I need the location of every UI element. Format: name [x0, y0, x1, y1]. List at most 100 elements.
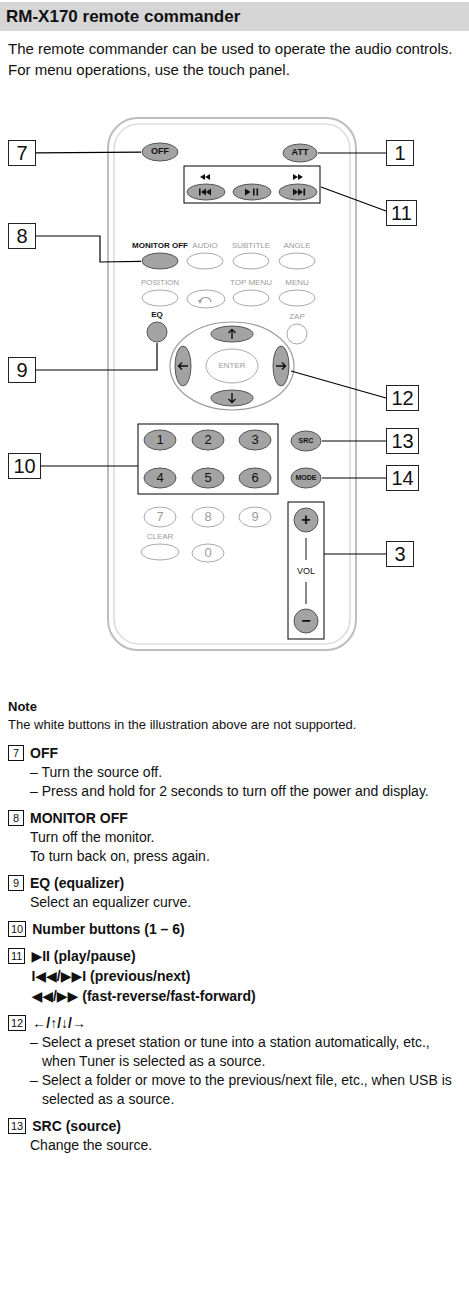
unsupported-labelled-button: ZAP: [286, 312, 308, 345]
callout-number: 9: [16, 359, 27, 381]
play-icon: [245, 189, 251, 196]
button-outline: [239, 468, 271, 488]
left-button: [175, 346, 191, 386]
right-button: [273, 346, 289, 386]
button-outline: [291, 468, 321, 488]
group-bracket: [184, 166, 320, 203]
callout-number: 13: [386, 428, 419, 454]
forward-symbol: [298, 174, 303, 180]
button-text: 3: [251, 433, 258, 447]
callout-number: 11: [386, 200, 417, 226]
item-heading: OFF: [30, 743, 58, 763]
button-shape: [140, 543, 180, 561]
button-outline: [239, 507, 271, 527]
remote-button: MODE: [290, 467, 322, 489]
callout-number: 11: [391, 202, 412, 224]
description: Select an equalizer curve.: [8, 893, 461, 912]
item-headings: Number buttons (1 – 6): [32, 919, 184, 939]
unsupported-labelled-button: ANGLE: [278, 241, 316, 270]
remote-button: 5: [191, 467, 225, 489]
callout-number: 12: [386, 385, 419, 411]
button-text: OFF: [151, 147, 169, 157]
description: To turn back on, press again.: [8, 847, 461, 866]
unsupported-button: ENTER: [205, 348, 259, 384]
button-shape: [286, 323, 308, 345]
arrow-pad-ring: [170, 322, 294, 410]
previous-button: [187, 184, 225, 200]
previous-icon: [199, 189, 201, 196]
callout-number: 7: [8, 140, 36, 166]
leader-line: [36, 343, 157, 370]
button-text: 8: [204, 510, 211, 524]
remote-button: 1: [143, 429, 177, 451]
up-arrow-icon: [229, 330, 236, 340]
list-item: 13SRC (source): [8, 1116, 461, 1136]
remote-button: 2: [191, 429, 225, 451]
button-outline: [141, 544, 179, 560]
list-item: 7 OFF: [8, 743, 461, 763]
remote-button: SRC: [290, 430, 322, 452]
list-item: 9 EQ (equalizer): [8, 873, 461, 893]
intro-paragraph: The remote commander can be used to oper…: [8, 38, 460, 80]
button-outline: [187, 253, 223, 269]
button-outline: [142, 143, 178, 161]
callout-number: 3: [394, 543, 405, 565]
button-outline: [294, 609, 318, 633]
button-label: ANGLE: [283, 241, 310, 251]
leader-line: [36, 236, 141, 262]
button-text: MODE: [296, 474, 317, 482]
button-outline: [192, 544, 224, 562]
item-number: 9: [8, 875, 24, 891]
unsupported-labelled-button: POSITION: [141, 278, 180, 307]
button-shape: [141, 252, 179, 270]
button-outline: [142, 290, 178, 306]
list-item: 12←/↑/↓/→: [8, 1013, 461, 1033]
item-number: 7: [8, 745, 24, 761]
button-outline: [192, 507, 224, 527]
pause-icon: [257, 189, 259, 196]
button-outline: [239, 430, 271, 450]
note-text: The white buttons in the illustration ab…: [8, 716, 461, 733]
callout-number: 13: [391, 430, 413, 452]
unsupported-button: 9: [238, 506, 272, 528]
leader-line: [36, 152, 141, 154]
button-text: 5: [204, 471, 211, 485]
button-label: ZAP: [289, 312, 305, 322]
item-number: 8: [8, 810, 24, 826]
item-headings: EQ (equalizer): [30, 873, 124, 893]
callout-number: 10: [8, 453, 41, 479]
button-outline: [206, 349, 258, 383]
item-headings: ▶II (play/pause)I◀◀/▶▶I (previous/next)◀…: [31, 946, 255, 1006]
button-shape: [232, 252, 270, 270]
next-button: [279, 184, 317, 200]
button-shape: [278, 252, 316, 270]
remote-body: [108, 118, 356, 650]
return-icon: [200, 298, 211, 303]
vol-label: VOL: [296, 566, 316, 577]
button-outline: [142, 253, 178, 269]
button-shape: [141, 289, 179, 307]
list-item: 10Number buttons (1 – 6): [8, 919, 461, 939]
button-text: 2: [204, 433, 211, 447]
remote-button: 4: [143, 467, 177, 489]
remote-button: ATT: [282, 143, 318, 163]
callout-number: 12: [391, 387, 413, 409]
button-outline: [144, 507, 176, 527]
item-heading: EQ (equalizer): [30, 873, 124, 893]
unsupported-labelled-button: TOP MENU: [230, 278, 272, 307]
vol-rule: [306, 538, 307, 560]
leader-line: [321, 187, 386, 211]
callout-number: 9: [8, 357, 36, 383]
button-label: POSITION: [141, 278, 179, 288]
description: – Select a preset station or tune into a…: [8, 1033, 461, 1071]
button-outline: [279, 290, 315, 306]
next-icon: [293, 189, 298, 196]
button-shape: [186, 252, 224, 270]
button-text: SRC: [299, 437, 314, 445]
button-label: MENU: [285, 278, 309, 288]
callout-number: 7: [16, 142, 27, 164]
remote-inner-outline: [114, 124, 350, 644]
